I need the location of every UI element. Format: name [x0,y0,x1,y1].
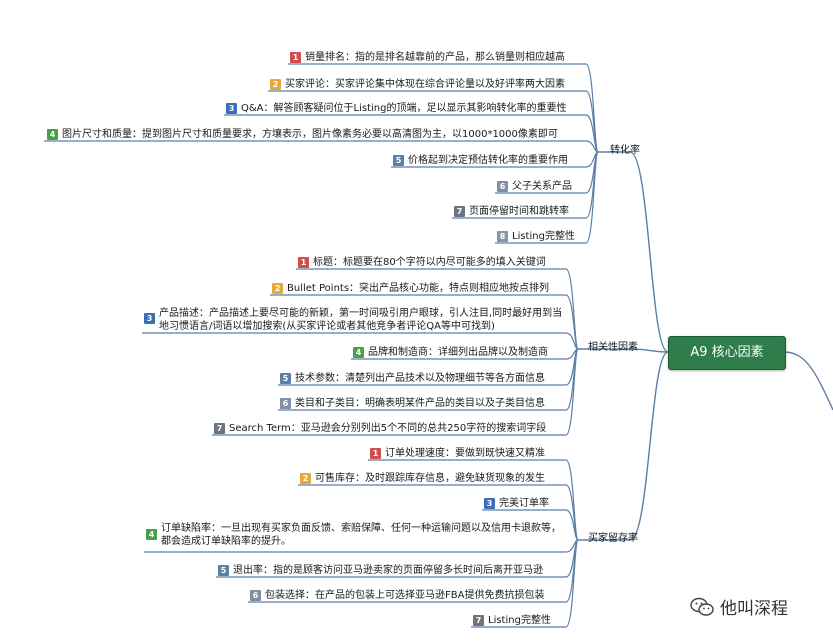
conversion-item-1[interactable]: 1 销量排名：指的是排名越靠前的产品，那么销量则相应越高 [290,51,565,64]
category-buyer-retention[interactable]: 买家留存率 [588,533,638,544]
number-badge: 4 [47,129,58,140]
retention-item-2[interactable]: 2 可售库存：及时跟踪库存信息，避免缺货现象的发生 [300,472,545,485]
number-badge: 8 [497,231,508,242]
item-text: 图片尺寸和质量：提到图片尺寸和质量要求，方壤表示，图片像素务必要以高清图为主，以… [62,129,558,140]
watermark-text: 他叫深程 [720,599,788,619]
number-badge: 1 [290,52,301,63]
item-text: Bullet Points：突出产品核心功能，特点则相应地按点排列 [287,283,550,294]
connector-0-1 [268,90,599,153]
number-badge: 5 [280,373,291,384]
number-badge: 1 [298,257,309,268]
item-text: 可售库存：及时跟踪库存信息，避免缺货现象的发生 [315,473,545,484]
number-badge: 7 [454,206,465,217]
conversion-item-8[interactable]: 8 Listing完整性 [497,230,575,243]
watermark: 他叫深程 [690,594,788,619]
connector-2-2 [482,509,579,541]
number-badge: 2 [300,473,311,484]
number-badge: 3 [226,103,237,114]
connector-1-2 [142,332,579,350]
item-text: 技术参数：清楚列出产品技术以及物理细节等各方面信息 [295,373,545,384]
number-badge: 1 [370,448,381,459]
number-badge: 6 [250,590,261,601]
connector-0-7 [495,151,599,244]
connector-1-1 [270,294,579,350]
number-badge: 5 [393,155,404,166]
item-text: Listing完整性 [488,615,551,626]
item-text: 包装选择：在产品的包装上可选择亚马逊FBA提供免费抗损包装 [265,590,545,601]
item-text: 完美订单率 [499,498,549,509]
retention-item-4[interactable]: 4 订单缺陷率：一旦出现有买家负面反馈、索赔保障、任何一种运输问题以及信用卡退款等… [146,522,566,548]
item-text: 价格起到决定预估转化率的重要作用 [408,155,568,166]
number-badge: 2 [272,283,283,294]
conversion-item-5[interactable]: 5 价格起到决定预估转化率的重要作用 [393,154,568,167]
item-text: 品牌和制造商：详细列出品牌以及制造商 [368,347,548,358]
connector-0-3 [44,140,599,153]
connector-1-6 [212,348,579,436]
item-text: 销量排名：指的是排名越靠前的产品，那么销量则相应越高 [305,52,565,63]
item-text: 标题：标题要在80个字符以内尽可能多的填入关键词 [313,257,546,268]
conversion-item-7[interactable]: 7 页面停留时间和跳转率 [454,205,569,218]
relevance-item-6[interactable]: 6 类目和子类目：明确表明某件产品的类目以及子类目信息 [280,397,545,410]
item-text: 父子关系产品 [512,181,572,192]
wechat-icon [690,597,714,616]
central-topic[interactable]: A9 核心因素 [668,336,786,370]
item-text: 页面停留时间和跳转率 [469,206,569,217]
relevance-item-2[interactable]: 2 Bullet Points：突出产品核心功能，特点则相应地按点排列 [272,282,549,295]
item-text: Listing完整性 [512,231,575,242]
item-text: Search Term：亚马逊会分别列出5个不同的总共250字符的搜索词字段 [229,423,547,434]
conversion-item-4[interactable]: 4 图片尺寸和质量：提到图片尺寸和质量要求，方壤表示，图片像素务必要以高清图为主，… [47,128,558,141]
category-conversion-rate[interactable]: 转化率 [610,145,640,156]
number-badge: 7 [214,423,225,434]
retention-item-6[interactable]: 6 包装选择：在产品的包装上可选择亚马逊FBA提供免费抗损包装 [250,589,544,602]
relevance-item-3[interactable]: 3 产品描述：产品描述上要尽可能的新颖，第一时间吸引用户眼球，引人注目,同时最好用… [144,307,564,333]
conversion-item-6[interactable]: 6 父子关系产品 [497,180,572,193]
retention-item-7[interactable]: 7 Listing完整性 [473,614,551,627]
number-badge: 3 [484,498,495,509]
relevance-item-5[interactable]: 5 技术参数：清楚列出产品技术以及物理细节等各方面信息 [280,372,545,385]
conversion-item-3[interactable]: 3 Q&A：解答顾客疑问位于Listing的顶端，足以显示其影响转化率的重要性 [226,102,566,115]
number-badge: 3 [144,313,155,324]
number-badge: 6 [497,181,508,192]
category-link-0 [629,151,669,353]
conversion-item-2[interactable]: 2 买家评论：买家评论集中体现在综合评论量以及好评率两大因素 [270,78,565,91]
retention-item-3[interactable]: 3 完美订单率 [484,497,549,510]
item-text: 退出率：指的是顾客访问亚马逊卖家的页面停留多长时间后离开亚马逊 [233,565,543,576]
number-badge: 6 [280,398,291,409]
item-text: 订单缺陷率：一旦出现有买家负面反馈、索赔保障、任何一种运输问题以及信用卡退款等，… [161,523,561,547]
category-relevance[interactable]: 相关性因素 [588,342,638,353]
item-text: 产品描述：产品描述上要尽可能的新颖，第一时间吸引用户眼球，引人注目,同时最好用到… [159,308,563,332]
category-link-2 [629,351,669,541]
relevance-item-7[interactable]: 7 Search Term：亚马逊会分别列出5个不同的总共250字符的搜索词字段 [214,422,546,435]
item-text: Q&A：解答顾客疑问位于Listing的顶端，足以显示其影响转化率的重要性 [241,103,567,114]
center-right-branch [783,351,833,411]
relevance-item-4[interactable]: 4 品牌和制造商：详细列出品牌以及制造商 [353,346,548,359]
retention-item-1[interactable]: 1 订单处理速度：要做到既快速又精准 [370,447,545,460]
item-text: 订单处理速度：要做到既快速又精准 [385,448,545,459]
number-badge: 2 [270,79,281,90]
category-link-1 [629,348,669,353]
relevance-item-1[interactable]: 1 标题：标题要在80个字符以内尽可能多的填入关键词 [298,256,546,269]
number-badge: 5 [218,565,229,576]
retention-item-5[interactable]: 5 退出率：指的是顾客访问亚马逊卖家的页面停留多长时间后离开亚马逊 [218,564,543,577]
number-badge: 4 [353,347,364,358]
item-text: 类目和子类目：明确表明某件产品的类目以及子类目信息 [295,398,545,409]
item-text: 买家评论：买家评论集中体现在综合评论量以及好评率两大因素 [285,79,565,90]
number-badge: 7 [473,615,484,626]
connector-2-6 [471,539,579,628]
number-badge: 4 [146,529,157,540]
connector-0-2 [224,114,599,153]
